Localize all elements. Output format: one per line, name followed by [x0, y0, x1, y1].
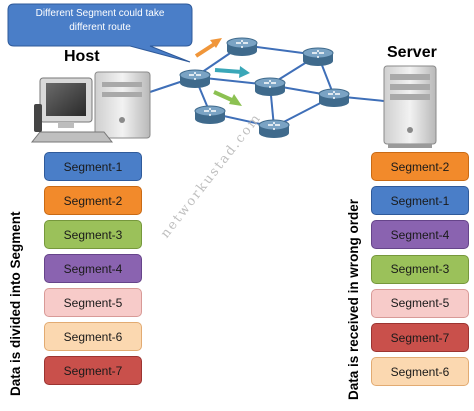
router-icon [318, 88, 350, 107]
host-segment-box: Segment-2 [44, 186, 142, 215]
host-segment-box: Segment-6 [44, 322, 142, 351]
server-segment-box: Segment-6 [371, 357, 469, 387]
host-segment-box: Segment-3 [44, 220, 142, 249]
server-segment-box: Segment-1 [371, 186, 469, 216]
router-icon [194, 105, 226, 124]
host-segment-box: Segment-4 [44, 254, 142, 283]
server-segment-box: Segment-5 [371, 288, 469, 318]
server-segment-box: Segment-2 [371, 152, 469, 181]
server-segment-box: Segment-7 [371, 323, 469, 352]
callout-text: Different Segment could take different r… [10, 4, 190, 46]
host-segment-box: Segment-1 [44, 152, 142, 181]
route-arrow-icon-teal [214, 66, 250, 78]
server-segment-box: Segment-3 [371, 254, 469, 284]
callout-line-1: Different Segment could take [35, 8, 165, 19]
router-icon [302, 47, 334, 66]
server-segment-box: Segment-4 [371, 220, 469, 250]
route-arrow-icon-orange [194, 38, 222, 58]
server-title: Server [387, 44, 437, 61]
server-tower-icon [383, 65, 437, 148]
router-icon [258, 119, 290, 138]
route-arrow-icon-green [213, 90, 242, 106]
server-side-label: Data is received in wrong order [346, 198, 361, 400]
router-icon [179, 69, 211, 88]
routers [179, 37, 350, 138]
host-segment-box: Segment-7 [44, 356, 142, 385]
host-title: Host [64, 48, 100, 65]
host-side-label: Data is divided into Segment [8, 211, 23, 396]
router-icon [226, 37, 258, 56]
desktop-computer-icon [30, 71, 151, 143]
router-icon [254, 77, 286, 96]
host-segment-box: Segment-5 [44, 288, 142, 317]
callout-bubble [7, 3, 193, 63]
callout-line-2: different route [69, 22, 131, 33]
